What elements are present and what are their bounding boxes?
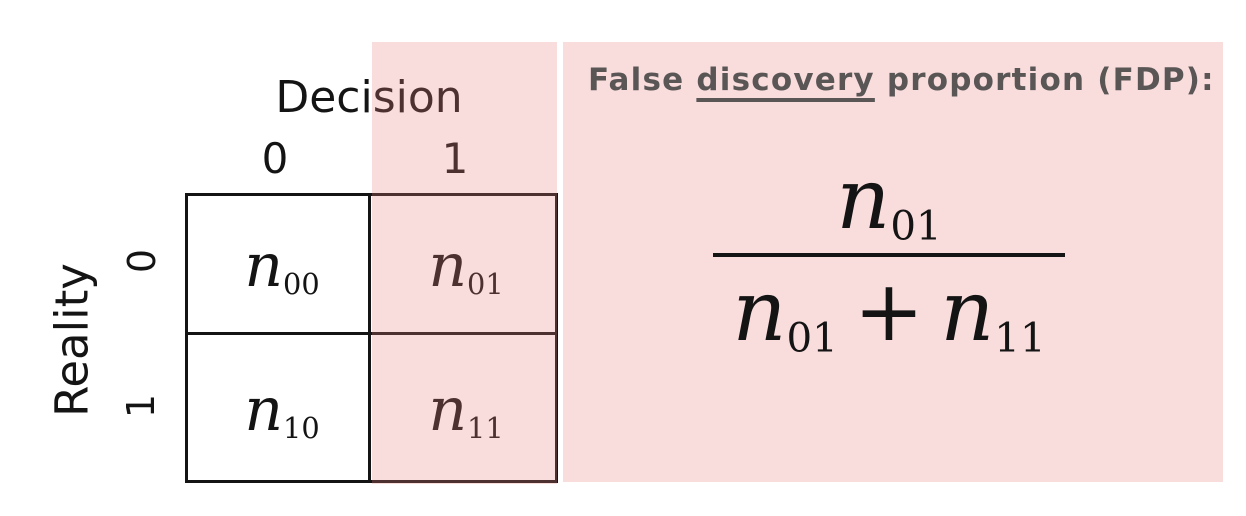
- confusion-matrix-table: [185, 193, 558, 483]
- matrix-cell-n01: n01: [428, 236, 503, 298]
- matrix-cell-n10: n10: [244, 380, 319, 442]
- matrix-cell-n00: n00: [244, 236, 319, 298]
- matrix-cell-n11: n11: [428, 380, 503, 442]
- denominator-right-variable: n: [940, 262, 995, 360]
- reality-row-header-1: 1: [119, 393, 163, 419]
- denominator-left-subscript: 01: [786, 314, 838, 362]
- cell-subscript: 01: [467, 267, 504, 302]
- reality-axis-label: Reality: [45, 263, 99, 417]
- fdp-title-suffix: proportion (FDP):: [874, 62, 1215, 98]
- denominator-left-variable: n: [732, 262, 787, 360]
- cell-subscript: 00: [283, 267, 320, 302]
- fdp-formula: n01 n01+n11: [713, 157, 1065, 358]
- decision-col-header-1: 1: [441, 134, 469, 183]
- plus-operator: +: [853, 262, 925, 360]
- cell-subscript: 11: [467, 411, 504, 446]
- formula-denominator: n01+n11: [713, 269, 1065, 358]
- denominator-right-subscript: 11: [994, 314, 1046, 362]
- fdp-title: False discovery proportion (FDP):: [588, 62, 1215, 98]
- fdp-title-prefix: False: [588, 62, 697, 98]
- decision-axis-label: Decision: [275, 72, 463, 123]
- cell-variable: n: [428, 231, 467, 301]
- cell-subscript: 10: [283, 411, 320, 446]
- fdp-panel-background: [563, 42, 1223, 482]
- matrix-row-divider: [185, 332, 558, 335]
- decision-col-header-0: 0: [261, 134, 289, 183]
- fdp-title-underlined-word: discovery: [696, 62, 875, 98]
- numerator-subscript: 01: [890, 202, 942, 250]
- cell-variable: n: [428, 375, 467, 445]
- cell-variable: n: [244, 231, 283, 301]
- reality-row-header-0: 0: [120, 248, 164, 274]
- fraction-bar: [713, 253, 1065, 257]
- numerator-variable: n: [836, 150, 891, 248]
- cell-variable: n: [244, 375, 283, 445]
- matrix-column-divider: [368, 193, 371, 483]
- formula-numerator: n01: [713, 157, 1065, 246]
